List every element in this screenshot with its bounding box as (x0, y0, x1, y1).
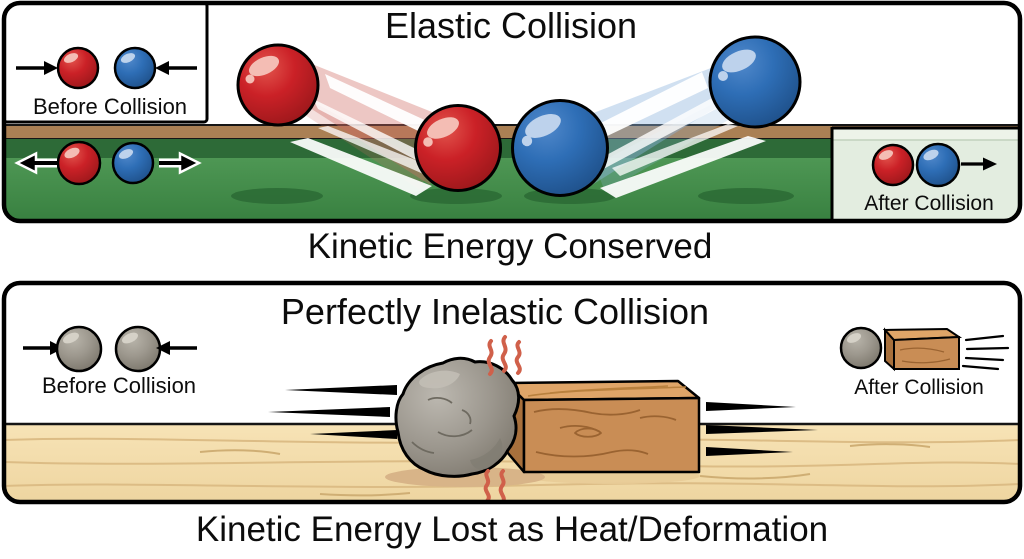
arrow-left-icon (14, 151, 57, 175)
elastic-panel-border (1, 0, 1023, 224)
arrow-left-icon (155, 61, 197, 75)
arrow-right-icon (961, 157, 997, 171)
crate-top-grain (527, 385, 687, 397)
rock (394, 356, 521, 478)
blue-motion-trail (575, 55, 766, 198)
rock-creases (411, 396, 473, 454)
blue-ball-rebounding (708, 35, 802, 129)
elastic-before-label: Before Collision (32, 94, 188, 119)
wood-crate (505, 379, 701, 474)
elastic-after-label: After Collision (864, 192, 994, 215)
inelastic-before-group (23, 325, 197, 373)
table-ball-pair (14, 140, 202, 186)
gray-ball-small (114, 325, 162, 373)
inelastic-panel-caption: Kinetic Energy Lost as Heat/Deformation (195, 510, 829, 549)
inelastic-panel-title: Perfectly Inelastic Collision (280, 291, 710, 332)
blue-ball-colliding (511, 99, 609, 197)
inelastic-after-label: After Collision (854, 376, 984, 399)
crate-grain (533, 408, 677, 458)
blue-ball-small (111, 141, 155, 185)
arrow-left-icon (156, 341, 197, 355)
gray-ball-small (839, 326, 883, 370)
speed-lines (268, 385, 818, 456)
elastic-after-inset (830, 126, 1020, 221)
red-ball-small (56, 46, 100, 90)
elastic-panel-caption: Kinetic Energy Conserved (307, 227, 713, 266)
ball-shadow (698, 188, 794, 204)
red-ball-rebounding (236, 43, 320, 127)
arrow-right-icon (159, 151, 202, 175)
red-ball-colliding (414, 104, 502, 192)
blue-ball-small (113, 46, 157, 90)
elastic-before-inset (4, 3, 209, 124)
inelastic-before-label: Before Collision (41, 373, 197, 398)
elastic-panel-title: Elastic Collision (384, 5, 638, 46)
inelastic-panel-graphics (4, 283, 1020, 502)
gray-ball-small (55, 325, 103, 373)
ball-shadow (231, 188, 323, 204)
wood-floor (4, 422, 1020, 502)
arrow-right-icon (16, 61, 58, 75)
speed-lines (961, 334, 1010, 371)
red-ball-small (871, 143, 915, 187)
heat-wave-icon (483, 335, 522, 502)
inelastic-panel-border (1, 280, 1023, 505)
ball-shadow (410, 188, 502, 204)
red-ball-small (56, 140, 102, 186)
blue-ball-small (915, 142, 961, 188)
inelastic-after-group (839, 326, 1010, 372)
elastic-panel-graphics (4, 3, 1020, 221)
